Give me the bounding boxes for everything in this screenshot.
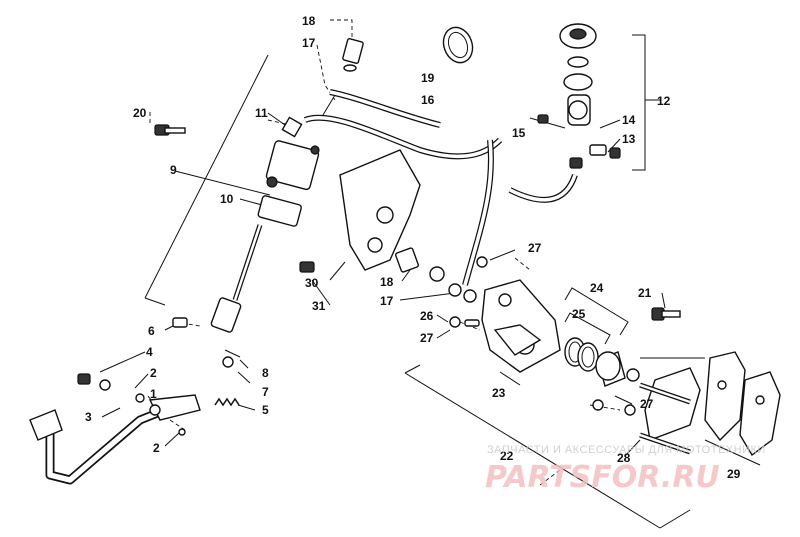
- part-label: 22: [500, 449, 514, 463]
- bolt-21: [651, 307, 681, 321]
- part-label: 17: [380, 294, 394, 308]
- brake-pedal: [29, 394, 201, 485]
- part-label: 13: [622, 132, 636, 146]
- part-label: 6: [148, 324, 155, 338]
- watermark-logo: PARTSFOR.RU: [485, 460, 720, 495]
- part-label: 27: [420, 331, 434, 345]
- part-label: 28: [617, 451, 631, 465]
- part-label: 24: [590, 281, 604, 295]
- part-label: 27: [640, 397, 654, 411]
- reservoir: [537, 23, 621, 169]
- part-label: 23: [492, 386, 506, 400]
- brake-hoses: [303, 89, 578, 286]
- part-label: 14: [622, 113, 636, 127]
- part-label: 21: [638, 286, 652, 300]
- bolt-20: [154, 124, 186, 136]
- piston-and-seals: [564, 337, 640, 387]
- part-label: 4: [146, 345, 153, 359]
- part-label: 8: [262, 366, 269, 380]
- part-label: 31: [312, 299, 326, 313]
- part-label: 18: [380, 275, 394, 289]
- part-label: 20: [133, 106, 147, 120]
- part-label: 19: [421, 71, 435, 85]
- brake-pads: [704, 351, 781, 457]
- small-hardware: [77, 317, 249, 436]
- part-label: 7: [262, 385, 269, 399]
- part-label: 2: [150, 366, 157, 380]
- part-number-labels: 18 17 19 16 12 20 11 14 15 13 9 10 27 24…: [85, 14, 741, 481]
- part-label: 15: [512, 126, 526, 140]
- watermark: ЗАПЧАСТИ И АКСЕССУАРЫ ДЛЯ МОТОТЕХНИКИ PA…: [485, 444, 766, 495]
- watermark-tagline: ЗАПЧАСТИ И АКСЕССУАРЫ ДЛЯ МОТОТЕХНИКИ: [487, 444, 766, 456]
- washers-27: [449, 256, 636, 416]
- part-label: 3: [85, 410, 92, 424]
- part-label: 5: [262, 403, 269, 417]
- part-label: 26: [420, 309, 434, 323]
- master-cylinder: [210, 116, 320, 333]
- part-label: 10: [220, 192, 234, 206]
- part-label: 1: [150, 387, 157, 401]
- hose-clamp: [442, 26, 474, 64]
- part-label: 30: [305, 276, 319, 290]
- part-label: 16: [421, 93, 435, 107]
- part-label: 11: [255, 106, 268, 120]
- part-label: 25: [572, 307, 586, 321]
- mounting-bracket: [299, 149, 421, 273]
- banjo-bolt-top: [342, 38, 364, 72]
- part-label: 17: [302, 36, 316, 50]
- return-spring: [214, 397, 240, 407]
- part-label: 2: [153, 441, 160, 455]
- bleeder-screw: [464, 319, 480, 327]
- part-label: 9: [170, 163, 177, 177]
- part-label: 12: [657, 94, 671, 108]
- caliper-bracket: [639, 367, 701, 455]
- part-label: 18: [302, 14, 316, 28]
- part-label: 29: [727, 467, 741, 481]
- brake-caliper: [481, 279, 561, 373]
- part-label: 27: [528, 241, 542, 255]
- banjo-bolt-lower: [394, 247, 477, 303]
